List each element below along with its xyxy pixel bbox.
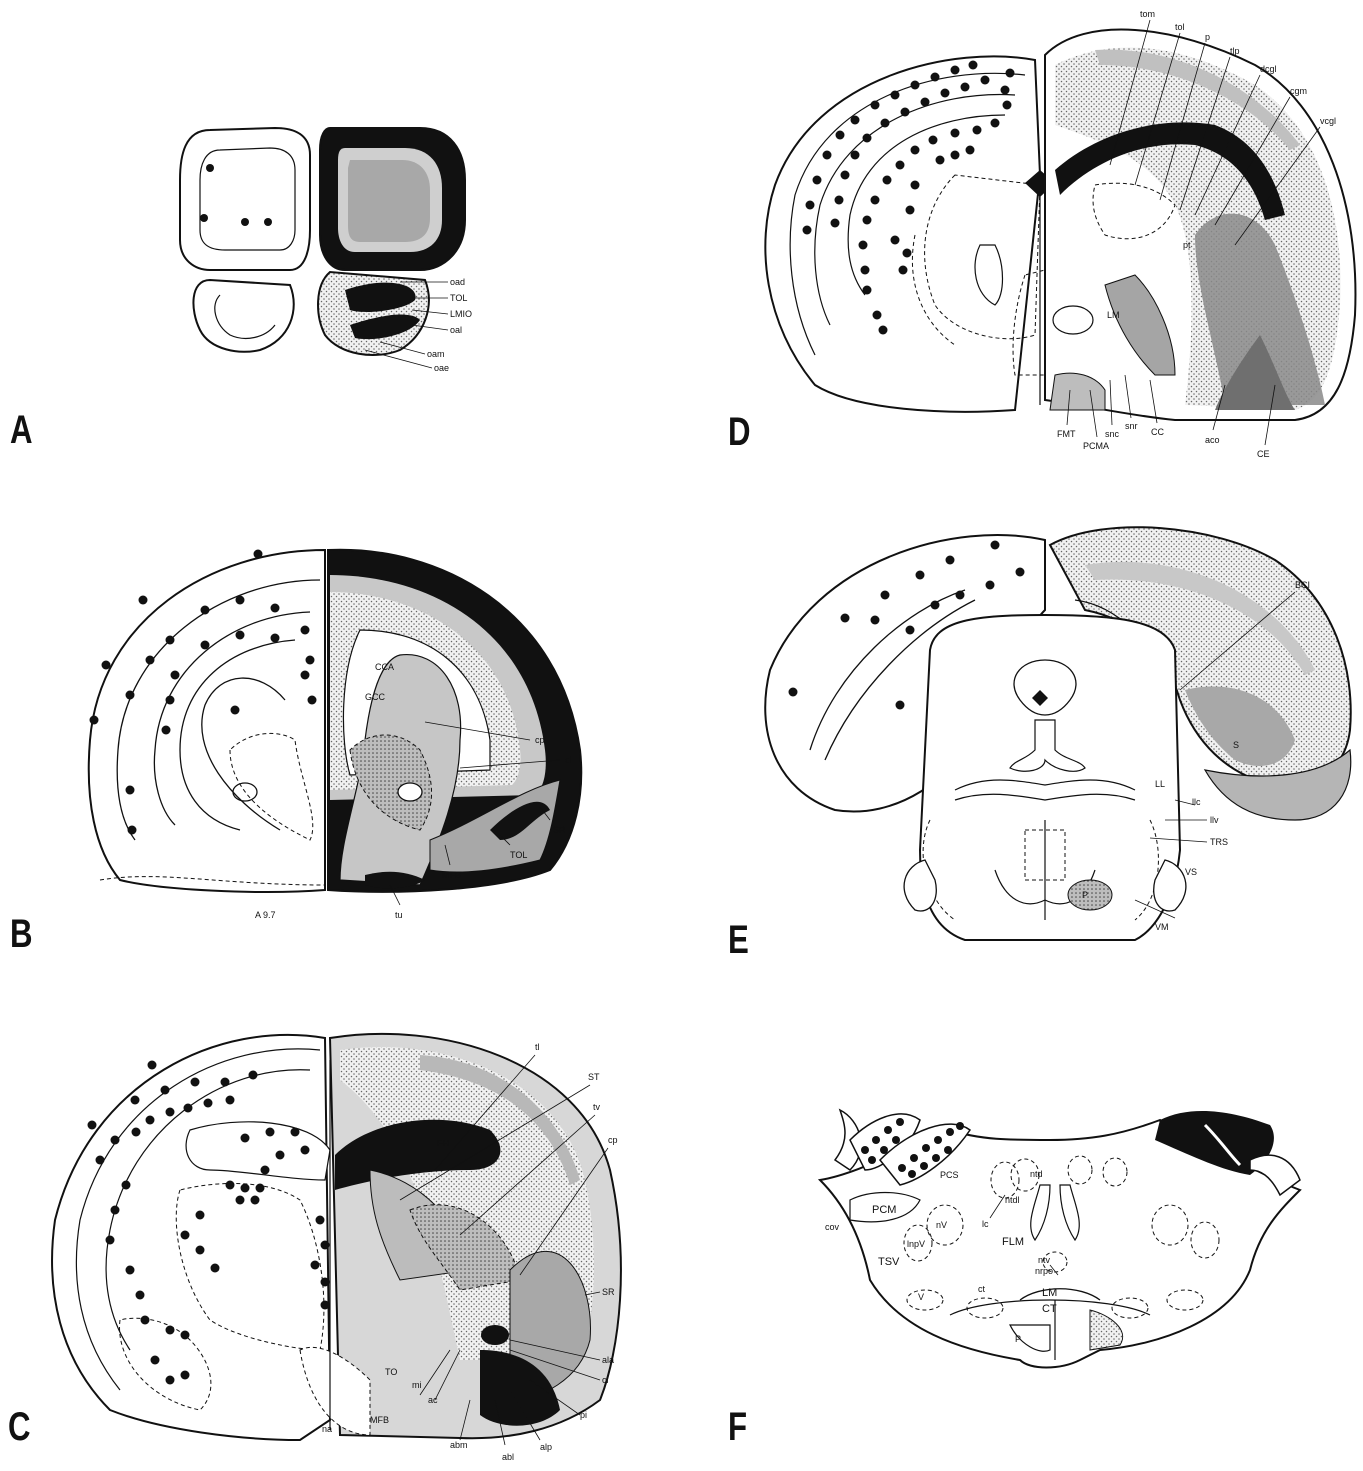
label-lc: lc bbox=[982, 1219, 989, 1229]
label-abm: abm bbox=[450, 1440, 468, 1450]
panel-c-drawing: tl ST tv cp FH SR ala cl pi alp abl abm … bbox=[40, 1020, 660, 1466]
label-mfb: MFB bbox=[442, 870, 461, 880]
panel-d: tom tol p tlp dcgl cgm vcgl LM FMT PCMA … bbox=[755, 5, 1360, 465]
panel-letter-b: B bbox=[10, 912, 33, 957]
label-ll: LL bbox=[1155, 779, 1165, 789]
label-snr: snr bbox=[1125, 421, 1138, 431]
label-ntdl: ntdl bbox=[1005, 1195, 1020, 1205]
section-level: A 9.7 bbox=[255, 910, 276, 920]
label-llv: llv bbox=[1210, 815, 1219, 825]
marker-dot bbox=[264, 218, 272, 226]
label-oal: oal bbox=[450, 325, 462, 335]
label-pcs: PCS bbox=[940, 1170, 959, 1180]
label-mfb: MFB bbox=[370, 1415, 389, 1425]
label-aco: aco bbox=[1205, 435, 1220, 445]
label-cgm: cgm bbox=[1290, 86, 1307, 96]
label-sr: SR bbox=[602, 1287, 615, 1297]
label-ct-upper: CT bbox=[1042, 1303, 1057, 1315]
label-dcgl: dcgl bbox=[1260, 64, 1277, 74]
label-ce: CE bbox=[1257, 449, 1270, 459]
label-p: p bbox=[1205, 32, 1210, 42]
label-ala: ala bbox=[602, 1355, 614, 1365]
panel-b: CCA GCC cp cl SR TOL MFB tu A 9.7 bbox=[80, 540, 640, 940]
marker-dot bbox=[241, 218, 249, 226]
panel-c: tl ST tv cp FH SR ala cl pi alp abl abm … bbox=[40, 1020, 660, 1466]
label-p: P bbox=[1015, 1334, 1021, 1344]
label-tol: TOL bbox=[450, 293, 467, 303]
label-fh: FH bbox=[437, 1138, 449, 1148]
label-na: na bbox=[322, 1424, 332, 1434]
label-cp: cp bbox=[608, 1135, 618, 1145]
label-fmt: FMT bbox=[1057, 429, 1076, 439]
label-tol: TOL bbox=[510, 850, 527, 860]
panel-letter-d: D bbox=[728, 410, 751, 455]
label-abl: abl bbox=[502, 1452, 514, 1462]
panel-letter-c: C bbox=[8, 1405, 31, 1450]
panel-f-drawing: PCS ntd ntdl lc PCM cov nV lnpV FLM ntv … bbox=[810, 1100, 1310, 1400]
panel-letter-a: A bbox=[10, 408, 33, 453]
label-ntv: ntv bbox=[1038, 1255, 1051, 1265]
label-pcma: PCMA bbox=[1083, 441, 1109, 451]
label-pi: pi bbox=[580, 1410, 587, 1420]
label-ntd: ntd bbox=[1030, 1169, 1043, 1179]
label-cl: cl bbox=[602, 1375, 609, 1385]
panel-a: oad TOL LMIO oal oam oae bbox=[150, 110, 500, 410]
label-trs: TRS bbox=[1210, 837, 1228, 847]
label-tlp: tlp bbox=[1230, 46, 1240, 56]
panel-e: BCI S LL llc llv TRS VS VM P bbox=[755, 520, 1360, 950]
label-p: P bbox=[1082, 890, 1088, 900]
label-lm: LM bbox=[1042, 1287, 1057, 1299]
label-pt: pt bbox=[1183, 240, 1191, 250]
label-nv: nV bbox=[936, 1220, 947, 1230]
panel-b-drawing: CCA GCC cp cl SR TOL MFB tu A 9.7 bbox=[80, 540, 640, 940]
panel-e-drawing: BCI S LL llc llv TRS VS VM P bbox=[755, 520, 1360, 950]
panel-letter-e: E bbox=[728, 918, 749, 963]
label-cp: cp bbox=[535, 735, 545, 745]
label-alp: alp bbox=[540, 1442, 552, 1452]
label-lmio: LMIO bbox=[450, 309, 472, 319]
label-oam: oam bbox=[427, 349, 445, 359]
marker-dot bbox=[200, 214, 208, 222]
label-cov: cov bbox=[825, 1222, 840, 1232]
label-ac: ac bbox=[428, 1395, 438, 1405]
label-flm: FLM bbox=[1002, 1236, 1024, 1248]
label-oad: oad bbox=[450, 277, 465, 287]
label-vm: VM bbox=[1155, 922, 1169, 932]
label-lnpv: lnpV bbox=[907, 1239, 925, 1249]
label-to: TO bbox=[385, 1367, 397, 1377]
label-cc: CC bbox=[1151, 427, 1164, 437]
label-tol: tol bbox=[1175, 22, 1185, 32]
label-oae: oae bbox=[434, 363, 449, 373]
label-tsv: TSV bbox=[878, 1256, 900, 1268]
label-llc: llc bbox=[1192, 797, 1201, 807]
label-tom: tom bbox=[1140, 9, 1155, 19]
label-vcgl: vcgl bbox=[1320, 116, 1336, 126]
label-mi: mi bbox=[412, 1380, 422, 1390]
label-tu: tu bbox=[395, 910, 403, 920]
label-s: S bbox=[1233, 740, 1239, 750]
label-tl: tl bbox=[535, 1042, 540, 1052]
label-nrpo: nrpo bbox=[1035, 1266, 1053, 1276]
label-lm: LM bbox=[1107, 310, 1120, 320]
label-gcc: GCC bbox=[365, 692, 386, 702]
panel-a-drawing: oad TOL LMIO oal oam oae bbox=[150, 110, 500, 410]
label-st: ST bbox=[588, 1072, 600, 1082]
label-pcm: PCM bbox=[872, 1204, 896, 1216]
label-vs: VS bbox=[1185, 867, 1197, 877]
label-snc: snc bbox=[1105, 429, 1120, 439]
marker-dot bbox=[206, 164, 214, 172]
label-ct: ct bbox=[978, 1284, 986, 1294]
label-v: V bbox=[918, 1292, 924, 1302]
label-cl: cl bbox=[565, 755, 572, 765]
label-cca: CCA bbox=[375, 662, 394, 672]
panel-d-drawing: tom tol p tlp dcgl cgm vcgl LM FMT PCMA … bbox=[755, 5, 1360, 465]
label-sr: SR bbox=[553, 825, 566, 835]
label-bci: BCI bbox=[1295, 580, 1310, 590]
panel-f: PCS ntd ntdl lc PCM cov nV lnpV FLM ntv … bbox=[810, 1100, 1310, 1400]
panel-letter-f: F bbox=[728, 1405, 747, 1450]
label-tv: tv bbox=[593, 1102, 601, 1112]
